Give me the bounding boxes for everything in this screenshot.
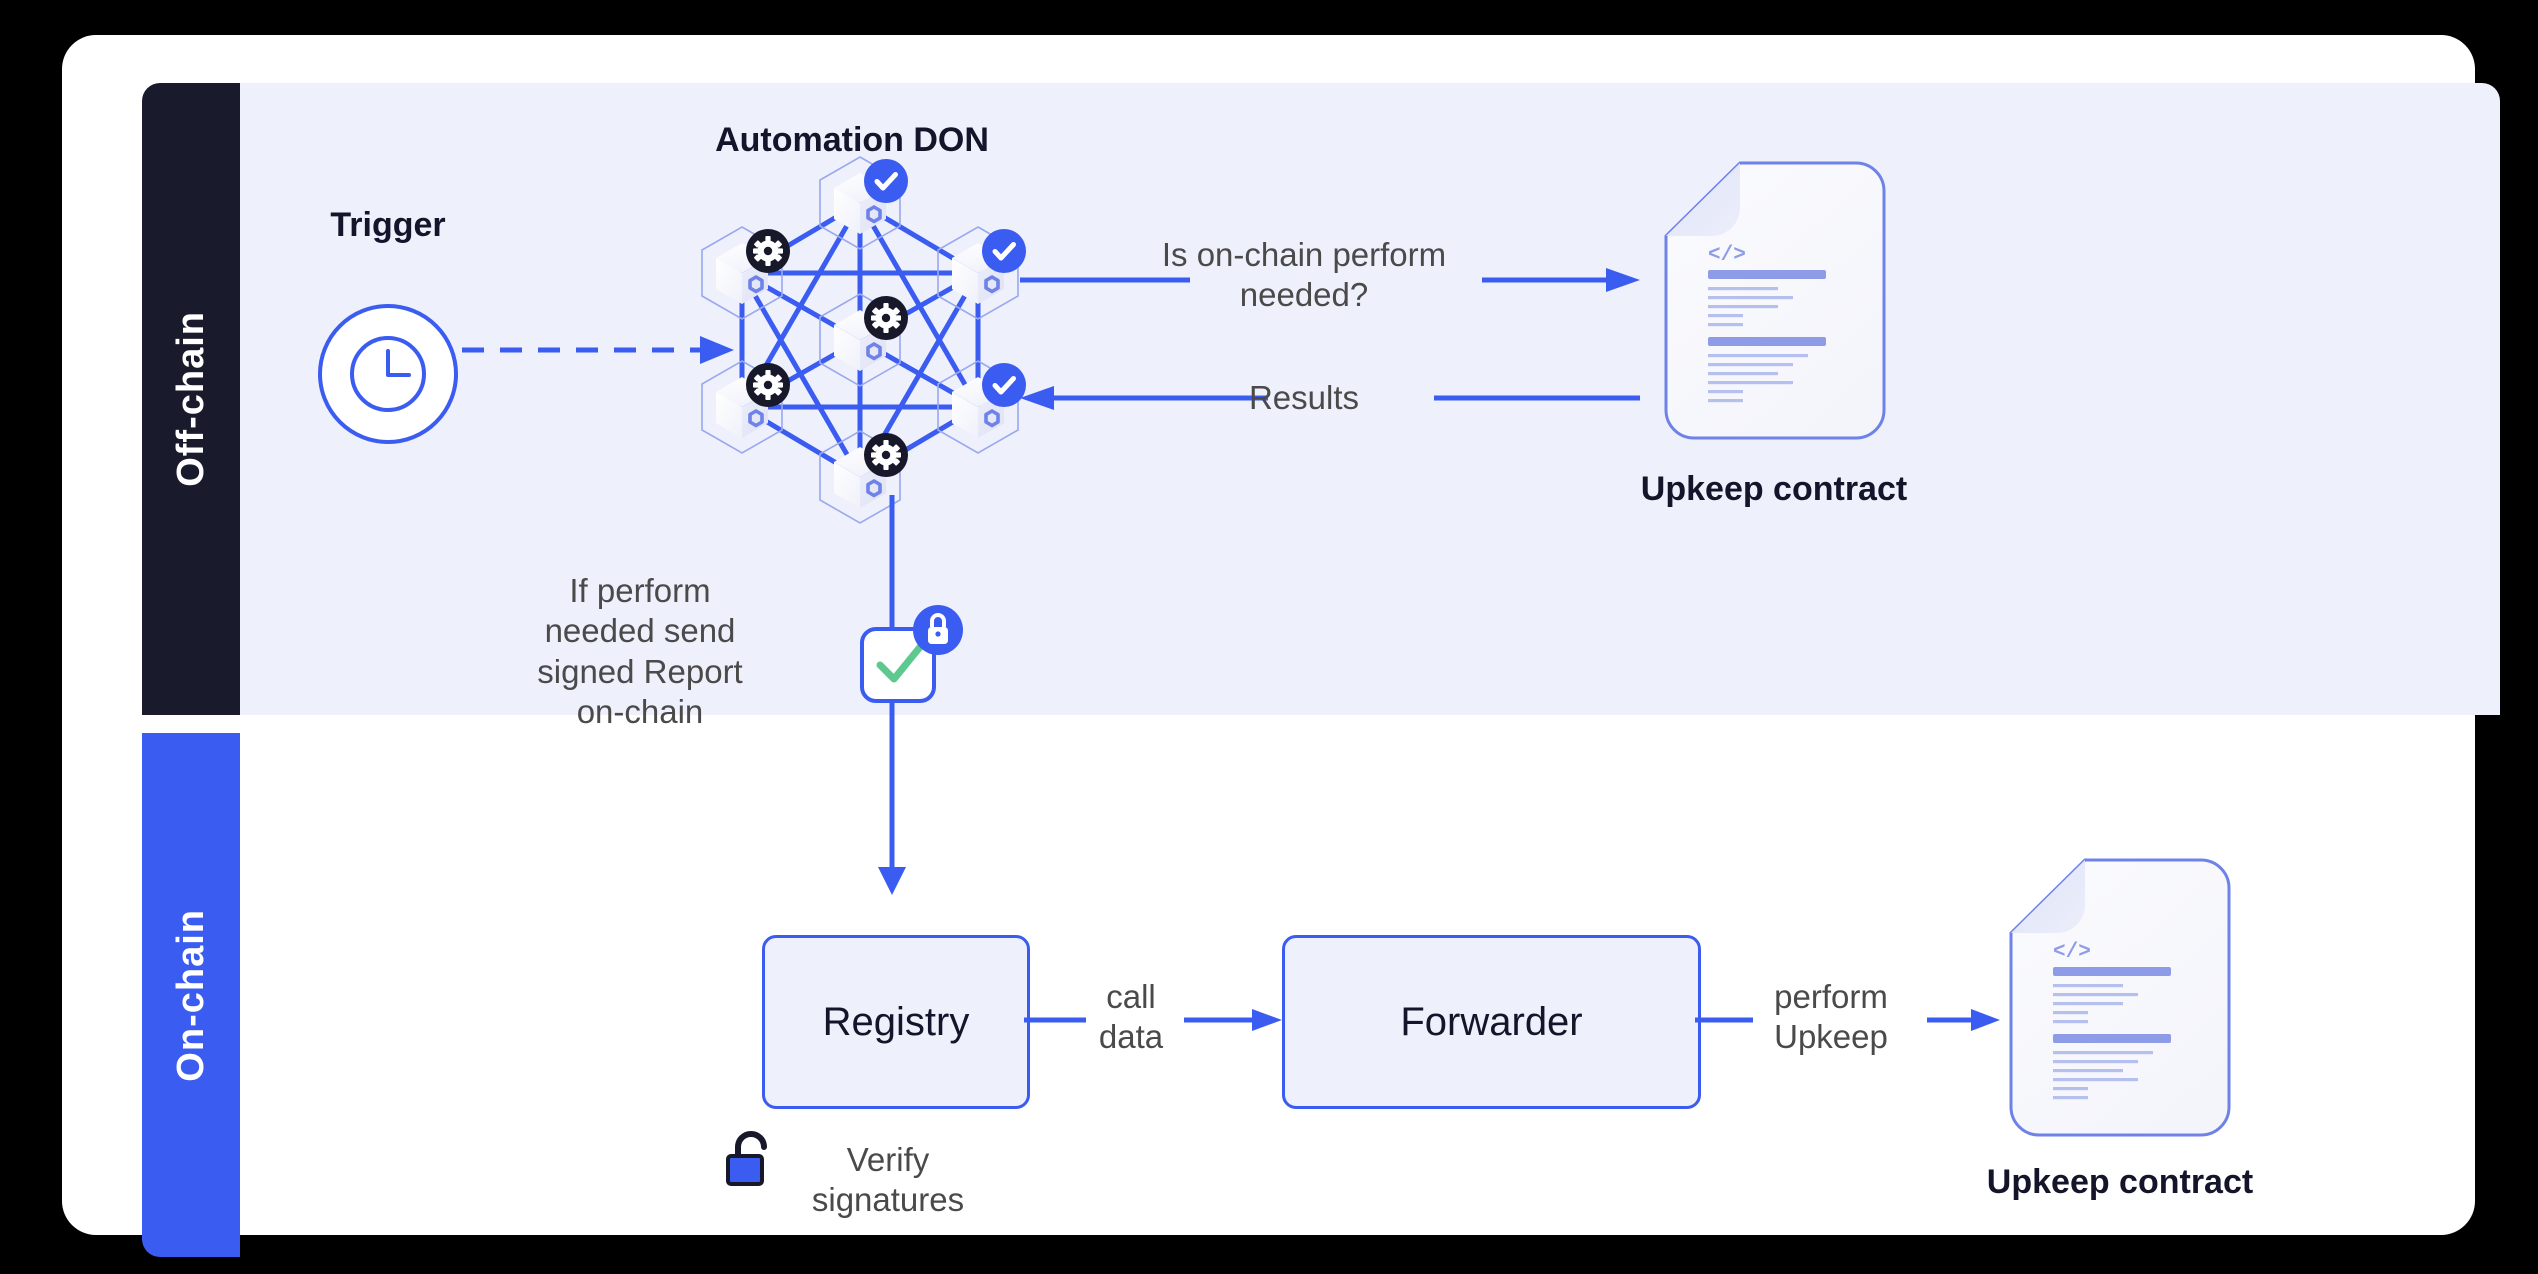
signed-report-note: If perform needed send signed Report on-… [537,572,743,730]
perform-upkeep-label: perform Upkeep [1774,978,1888,1056]
code-document-icon: </> [1664,161,1886,440]
unlock-icon [726,1131,767,1186]
query-arrow [1020,268,1640,292]
results-arrow [1020,386,1640,410]
verify-signatures-label: Verify signatures [811,1141,965,1219]
svg-text:</>: </> [1708,244,1746,267]
svg-text:</>: </> [2053,941,2091,964]
lock-icon [913,605,963,655]
onchain-upkeep-contract-label: Upkeep contract [1986,1163,2254,1201]
registry-node[interactable]: Registry [762,935,1030,1109]
node-status-gear-icon [746,363,790,407]
offchain-upkeep-contract-label: Upkeep contract [1640,470,1908,508]
node-status-check-icon [864,159,908,203]
results-label: Results [1248,379,1360,416]
node-status-gear-icon [746,229,790,273]
offchain-section-label: Off-chain [169,311,212,487]
don-title: Automation DON [715,121,989,159]
node-status-gear-icon [864,433,908,477]
offchain-section-band: Off-chain [142,83,240,715]
checkmark-card-icon [860,605,963,703]
forwarder-node[interactable]: Forwarder [1282,935,1701,1109]
code-document-icon: </> [2009,858,2231,1137]
call-data-arrow [1024,1009,1282,1031]
node-status-gear-icon [864,296,908,340]
automation-don-network [700,155,1040,525]
diagram-card: Off-chain On-chain Trigger Automation DO… [62,35,2500,1257]
clock-icon [317,303,459,445]
perform-upkeep-arrow [1695,1009,2000,1031]
query-label: Is on-chain perform needed? [1161,236,1447,314]
offchain-region-background [240,83,2500,715]
registry-label: Registry [822,999,970,1044]
trigger-to-don-arrow [462,336,734,364]
trigger-label: Trigger [330,206,446,244]
forwarder-label: Forwarder [1400,999,1583,1044]
onchain-section-label: On-chain [169,908,212,1082]
onchain-section-band: On-chain [142,733,240,1257]
call-data-label: call data [1098,978,1164,1056]
